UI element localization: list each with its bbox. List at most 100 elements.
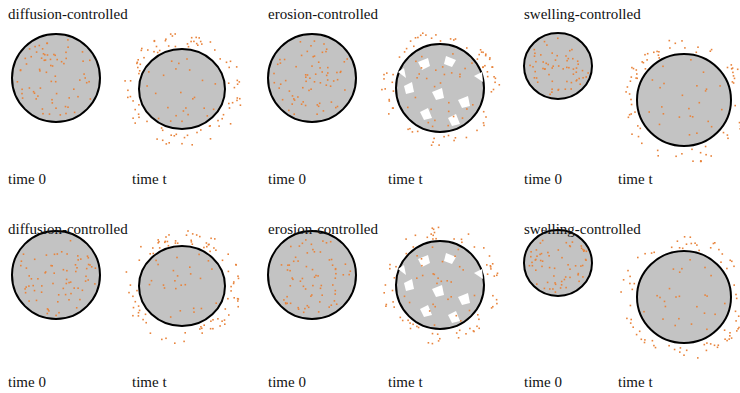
drug-dot	[47, 309, 49, 311]
drug-dot	[697, 357, 699, 359]
drug-dot	[729, 335, 731, 337]
drug-dot	[572, 241, 574, 243]
drug-dot	[451, 72, 453, 74]
drug-dot	[209, 125, 211, 127]
drug-dot	[331, 304, 333, 306]
drug-dot	[210, 238, 212, 240]
drug-dot	[561, 284, 563, 286]
drug-dot	[710, 247, 712, 249]
drug-dot	[226, 62, 228, 64]
drug-dot	[456, 315, 458, 317]
drug-dot	[184, 137, 186, 139]
drug-dot	[176, 257, 178, 259]
drug-dot	[483, 247, 485, 249]
drug-dot	[552, 288, 554, 290]
drug-dot	[461, 242, 463, 244]
drug-dot	[678, 318, 680, 320]
time-label: time t	[618, 170, 653, 188]
drug-dot	[314, 81, 316, 83]
drug-dot	[441, 281, 443, 283]
drug-dot	[568, 58, 570, 60]
drug-dot	[690, 236, 692, 238]
drug-dot	[215, 249, 217, 251]
drug-dot	[458, 337, 460, 339]
drug-dot	[70, 281, 72, 283]
drug-dot	[184, 332, 186, 334]
drug-dot	[188, 46, 190, 48]
drug-dot	[192, 233, 194, 235]
drug-dot	[546, 44, 548, 46]
drug-dot	[540, 242, 542, 244]
drug-dot	[636, 69, 638, 71]
drug-dot	[483, 122, 485, 124]
drug-dot	[190, 240, 192, 242]
drug-dot	[547, 252, 549, 254]
drug-dot	[404, 51, 406, 53]
drug-dot	[167, 241, 169, 243]
drug-dot	[34, 46, 36, 48]
drug-dot	[738, 327, 740, 329]
drug-dot	[127, 97, 129, 99]
drug-dot	[637, 125, 639, 127]
drug-dot	[210, 328, 212, 330]
drug-dot	[705, 154, 707, 156]
drug-dot	[665, 306, 667, 308]
drug-dot	[297, 96, 299, 98]
drug-dot	[290, 285, 292, 287]
drug-dot	[404, 296, 406, 298]
drug-dot	[495, 78, 497, 80]
drug-dot	[213, 109, 215, 111]
drug-dot	[174, 135, 176, 137]
drug-dot	[631, 76, 633, 78]
drug-dot	[455, 38, 457, 40]
drug-dot	[146, 121, 148, 123]
drug-dot	[448, 135, 450, 137]
drug-dot	[434, 274, 436, 276]
drug-dot	[49, 113, 51, 115]
drug-dot	[335, 273, 337, 275]
drug-dot	[137, 59, 139, 61]
drug-dot	[286, 296, 288, 298]
drug-dot	[620, 291, 622, 293]
drug-dot	[578, 273, 580, 275]
drug-dot	[42, 48, 44, 50]
drug-dot	[82, 290, 84, 292]
drug-dot	[83, 73, 85, 75]
drug-dot	[305, 81, 307, 83]
particle-circle	[524, 230, 592, 296]
drug-dot	[696, 85, 698, 87]
drug-dot	[587, 72, 589, 74]
drug-dot	[167, 107, 169, 109]
drug-dot	[94, 283, 96, 285]
drug-dot	[237, 83, 239, 85]
drug-dot	[34, 290, 36, 292]
drug-dot	[388, 113, 390, 115]
drug-dot	[233, 281, 235, 283]
drug-dot	[61, 251, 63, 253]
drug-dot	[212, 319, 214, 321]
mechanism-title: diffusion-controlled	[8, 220, 128, 238]
drug-dot	[150, 332, 152, 334]
drug-dot	[208, 244, 210, 246]
drug-dot	[552, 65, 554, 67]
drug-dot	[714, 345, 716, 347]
drug-dot	[305, 288, 307, 290]
drug-dot	[422, 32, 424, 34]
drug-dot	[472, 104, 474, 106]
mechanism-title: swelling-controlled	[524, 5, 641, 23]
drug-dot	[690, 115, 692, 117]
drug-dot	[210, 138, 212, 140]
drug-dot	[700, 160, 702, 162]
drug-dot	[174, 342, 176, 344]
drug-dot	[57, 253, 59, 255]
drug-dot	[586, 251, 588, 253]
drug-dot	[662, 318, 664, 320]
drug-dot	[46, 72, 48, 74]
drug-dot	[161, 127, 163, 129]
drug-dot	[203, 324, 205, 326]
drug-dot	[731, 337, 733, 339]
mechanism-title: erosion-controlled	[268, 220, 378, 238]
drug-dot	[405, 238, 407, 240]
drug-dot	[674, 325, 676, 327]
erosion-pores	[398, 56, 486, 126]
